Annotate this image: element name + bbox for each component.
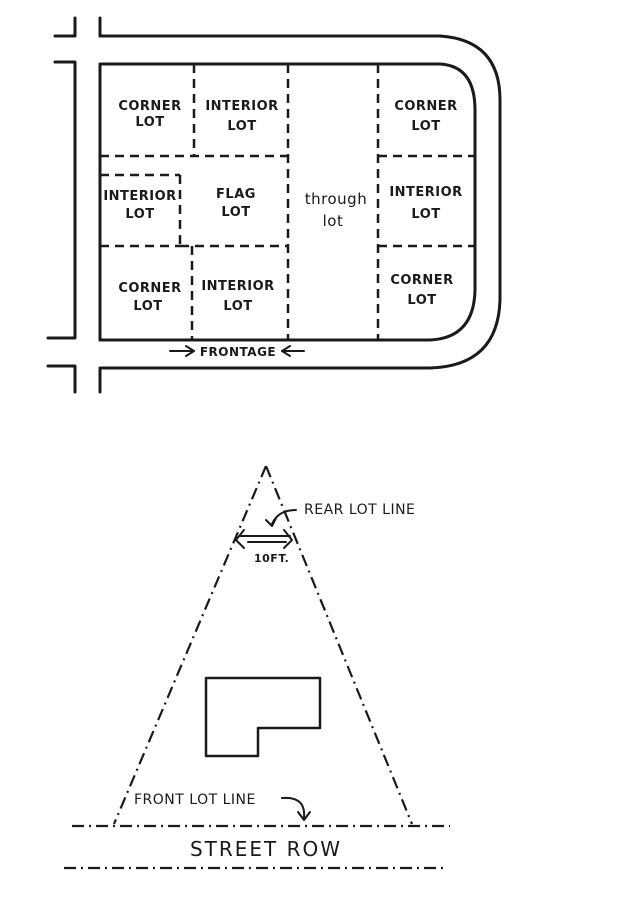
lot-label: LOT [223, 299, 252, 314]
lot-label: LOT [407, 293, 436, 308]
frontage-label: FRONTAGE [200, 345, 276, 359]
triangular-lot-boundary [112, 465, 414, 825]
lot-label: LOT [135, 115, 164, 130]
lot-label: CORNER [394, 99, 457, 114]
lot-label: LOT [125, 207, 154, 222]
rear-lot-line [235, 509, 297, 549]
lot-lines [100, 64, 475, 340]
lot-label: through [305, 190, 367, 208]
block-outline [98, 62, 477, 342]
front-lot-line-pointer [281, 796, 306, 819]
lot-label: LOT [227, 119, 256, 134]
rear-lot-line-label: REAR LOT LINE [304, 502, 415, 518]
building-footprint [204, 676, 322, 758]
front-lot-line-label: FRONT LOT LINE [134, 792, 256, 808]
street-row-label: STREET ROW [190, 837, 342, 861]
lot-label: LOT [133, 299, 162, 314]
lot-label: LOT [411, 119, 440, 134]
lot-labels: CORNER LOT INTERIOR LOT CORNER LOT INTER… [103, 99, 462, 314]
lot-label: INTERIOR [205, 99, 278, 114]
lot-line-diagram: REAR LOT LINE 10FT. FRONT LOT LINE STREE… [64, 465, 450, 870]
lot-label: INTERIOR [201, 279, 274, 294]
street-edge-left-lower [46, 364, 77, 394]
lot-label: LOT [411, 207, 440, 222]
block-diagram: CORNER LOT INTERIOR LOT CORNER LOT INTER… [46, 16, 502, 394]
street-edge-left [46, 16, 77, 340]
lot-label: CORNER [118, 281, 181, 296]
rear-lot-line-pointer [271, 509, 297, 525]
street-boundary-outer [98, 16, 502, 394]
dimension-label: 10FT. [254, 552, 289, 565]
frontage-dimension: FRONTAGE [169, 345, 305, 359]
lot-label: CORNER [390, 273, 453, 288]
lot-label: INTERIOR [103, 189, 176, 204]
lot-label: LOT [221, 205, 250, 220]
lot-label: FLAG [216, 187, 256, 202]
lot-label: INTERIOR [389, 185, 462, 200]
lot-label: CORNER [118, 99, 181, 114]
lot-label: lot [323, 212, 344, 230]
